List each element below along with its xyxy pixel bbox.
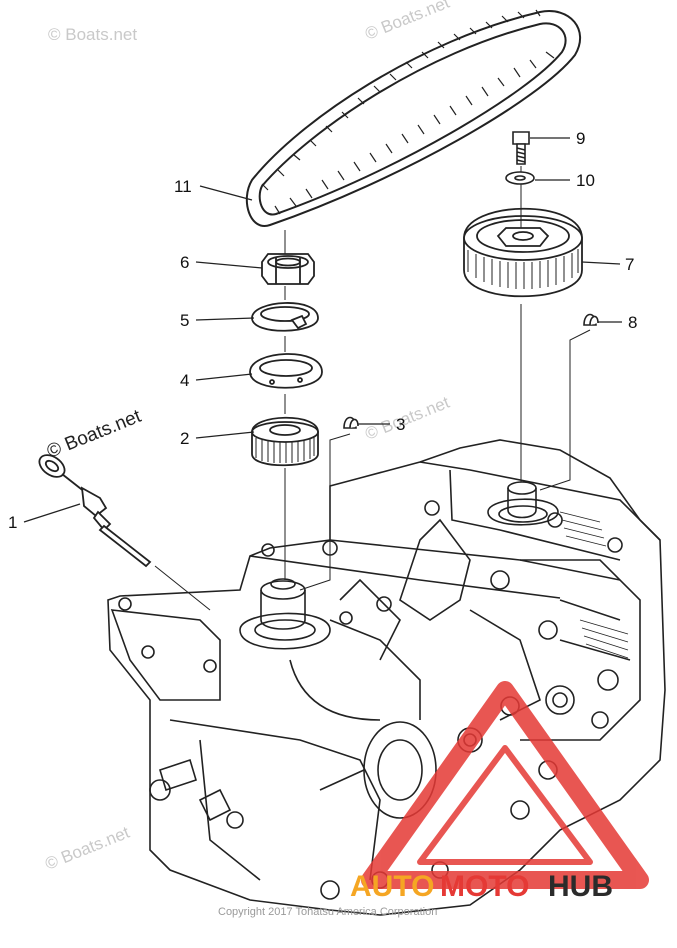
callout-11: 11 [174,177,192,196]
logo-text: AUTO MOTO HUB [350,870,613,903]
logo-text-hub: HUB [548,870,613,903]
oil-dipstick [38,454,152,568]
crank-sprocket [251,416,319,467]
callout-8: 8 [628,313,637,332]
watermark-top-right: © Boats.net [362,0,452,44]
logo-text-moto: MOTO [440,870,529,903]
automotohub-logo [361,681,649,889]
timing-belt [245,9,581,227]
woodruff-key-3 [343,416,359,429]
plate-washer [249,353,323,389]
logo-text-auto: AUTO [350,870,434,903]
nut [261,253,315,285]
watermark-top-left: © Boats.net [48,25,137,44]
callout-2: 2 [180,429,189,448]
bolt [512,131,530,165]
callout-6: 6 [180,253,189,272]
copyright-notice: Copyright 2017 Tohatsu America Corporati… [218,906,437,918]
woodruff-key-8 [583,313,599,326]
callout-9: 9 [576,129,585,148]
callout-1: 1 [8,513,17,532]
callout-3: 3 [396,415,405,434]
leader-lines [23,137,622,523]
callout-5: 5 [180,311,189,330]
watermark-middle: © Boats.net [362,393,452,444]
washer-10 [505,171,535,185]
callout-10: 10 [576,171,595,190]
callout-7: 7 [625,255,634,274]
callout-4: 4 [180,371,189,390]
lock-washer [251,302,319,332]
watermark-dark: © Boats.net [44,406,145,463]
cam-pulley [463,207,583,298]
watermark-bottom-left: © Boats.net [42,823,132,874]
center-lines [154,166,591,611]
